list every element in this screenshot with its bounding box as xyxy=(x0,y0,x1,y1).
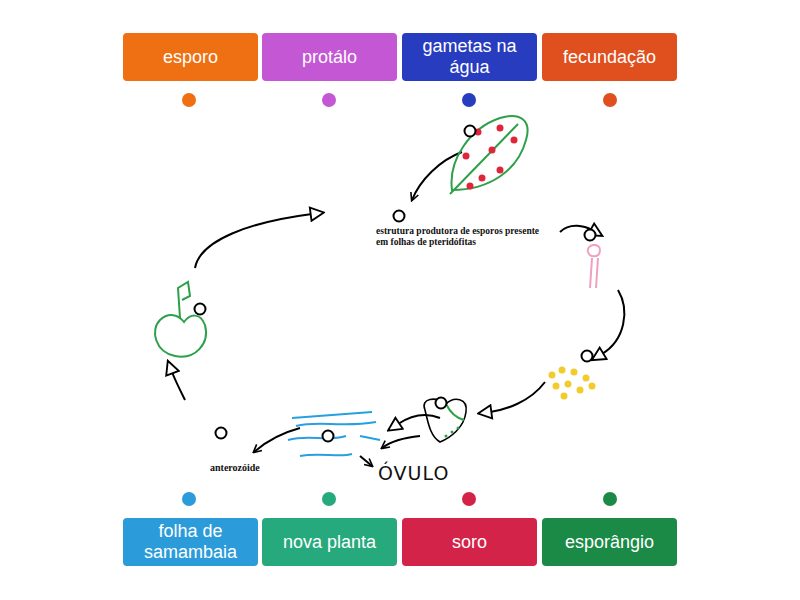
label-text: gametas na água xyxy=(410,36,529,78)
spores-drawing xyxy=(549,367,596,400)
drop-targets xyxy=(195,126,596,442)
water-lines xyxy=(288,412,380,456)
label-box: esporo xyxy=(123,33,258,81)
label-text: folha de samambaia xyxy=(131,521,250,563)
sporangium-drawing xyxy=(588,245,600,288)
label-text: esporo xyxy=(163,47,218,68)
cycle-arrows xyxy=(172,152,624,466)
young-plant-drawing xyxy=(155,282,206,357)
label-box: nova planta xyxy=(262,518,397,566)
label-box: soro xyxy=(402,518,537,566)
label-box: esporângio xyxy=(542,518,677,566)
part-label: anterozóide xyxy=(210,462,290,474)
drop-dots xyxy=(182,93,617,506)
label-text: protálo xyxy=(302,47,357,68)
note-text: estrutura produtora de esporos presente … xyxy=(376,226,548,248)
label-text: nova planta xyxy=(283,532,376,553)
label-box: folha de samambaia xyxy=(123,518,258,566)
label-box: gametas na água xyxy=(402,33,537,81)
fern-leaf xyxy=(450,116,528,194)
part-label: ÓVULO xyxy=(378,462,488,484)
label-text: fecundação xyxy=(563,47,656,68)
label-box: fecundação xyxy=(542,33,677,81)
label-box: protálo xyxy=(262,33,397,81)
label-text: soro xyxy=(452,532,487,553)
label-text: esporângio xyxy=(565,532,654,553)
